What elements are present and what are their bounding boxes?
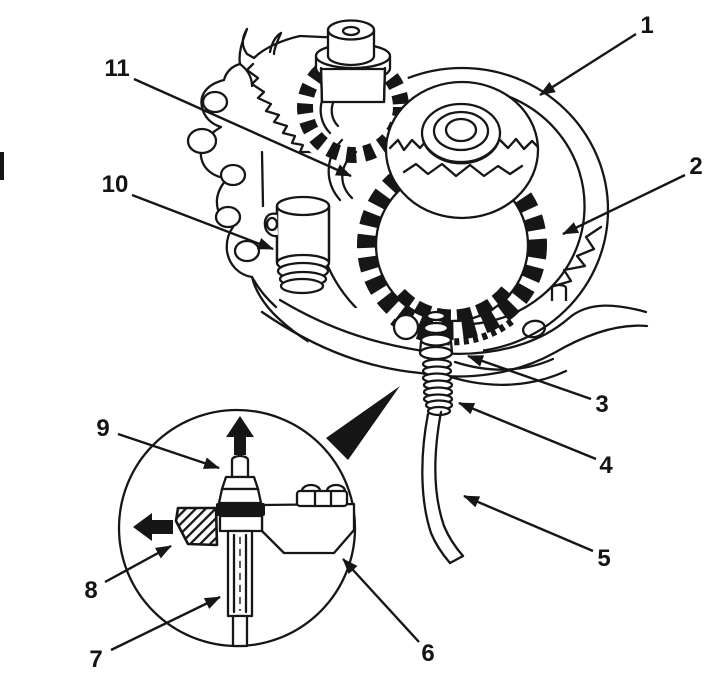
fitting-boss bbox=[218, 514, 264, 533]
speedometer-cable bbox=[421, 410, 465, 565]
pointer-wedge-icon bbox=[326, 386, 400, 460]
leader-line-1 bbox=[539, 32, 637, 97]
shaft-tube bbox=[231, 614, 249, 648]
background-gear-teeth bbox=[245, 62, 317, 155]
fitting-washer bbox=[216, 503, 265, 516]
arm-hole bbox=[521, 319, 547, 339]
callout-label-6: 6 bbox=[421, 640, 434, 667]
bolt-holes bbox=[186, 90, 261, 263]
callout-label-11: 11 bbox=[104, 55, 129, 82]
speed-sensor bbox=[263, 195, 331, 295]
leader-line-8 bbox=[104, 544, 172, 584]
leader-line-2 bbox=[562, 173, 686, 236]
callout-label-8: 8 bbox=[84, 577, 97, 604]
leader-line-10 bbox=[131, 193, 274, 251]
bracket-plate bbox=[260, 502, 356, 555]
left-arrow-icon bbox=[133, 513, 173, 541]
callout-label-5: 5 bbox=[597, 545, 610, 572]
holder-ball bbox=[392, 313, 420, 341]
callout-labels: 1 2 3 4 5 6 7 8 9 10 11 bbox=[84, 12, 702, 673]
case-hook-edge bbox=[268, 31, 283, 56]
callout-label-3: 3 bbox=[595, 391, 608, 418]
leader-line-6 bbox=[342, 558, 420, 643]
gear-spline-band bbox=[392, 286, 512, 323]
input-shaft-cylinder bbox=[314, 19, 392, 202]
arm-stud bbox=[550, 283, 568, 301]
case-tear-edge bbox=[552, 225, 603, 288]
cable-fitting-tip bbox=[217, 454, 263, 505]
callout-label-7: 7 bbox=[89, 646, 102, 673]
hex-bolt bbox=[295, 483, 349, 508]
hatched-retainer-block bbox=[174, 506, 219, 547]
leader-line-4 bbox=[458, 401, 597, 461]
page-edge-mark bbox=[0, 152, 4, 180]
threaded-cable-fitting bbox=[421, 358, 454, 417]
callout-label-2: 2 bbox=[689, 153, 702, 180]
leader-line-5 bbox=[463, 494, 594, 553]
leader-lines bbox=[104, 32, 686, 652]
callout-label-10: 10 bbox=[102, 171, 129, 198]
leader-line-9 bbox=[117, 432, 220, 470]
case-arm bbox=[260, 225, 650, 389]
callout-label-9: 9 bbox=[96, 415, 109, 442]
up-arrow-icon bbox=[226, 416, 254, 455]
sensor-shaft bbox=[226, 529, 254, 648]
speedometer-gear-holder bbox=[392, 310, 454, 361]
leader-line-3 bbox=[467, 354, 592, 401]
leader-line-7 bbox=[110, 595, 221, 652]
detail-inset bbox=[117, 386, 400, 648]
callout-label-1: 1 bbox=[640, 12, 653, 39]
callout-label-4: 4 bbox=[599, 452, 613, 479]
leader-line-11 bbox=[133, 77, 352, 178]
bearing bbox=[420, 102, 502, 165]
